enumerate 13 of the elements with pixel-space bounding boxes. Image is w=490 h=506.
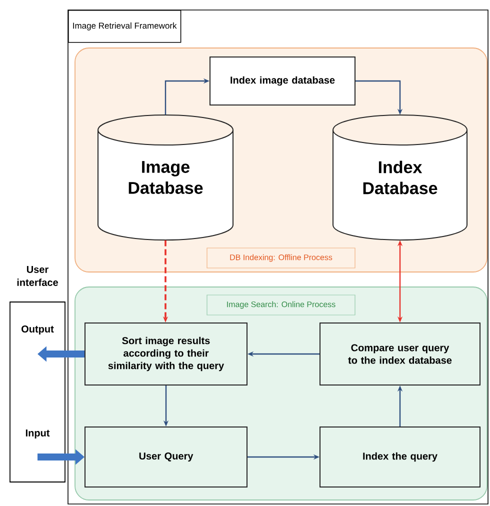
process-box: Index image database: [210, 56, 356, 106]
process-box: User Query: [84, 426, 248, 488]
interface-label: Input: [26, 430, 50, 438]
database-cylinder: Index Database: [332, 114, 468, 240]
database-cylinder: Image Database: [98, 114, 234, 240]
process-box: Sort image results according to their similarity with the query: [84, 322, 248, 386]
panel-label: DB Indexing: Offline Process: [206, 248, 356, 268]
process-box: Compare user query to the index database: [320, 322, 480, 386]
process-box: Index the query: [320, 426, 480, 488]
framework-title: Image Retrieval Framework: [68, 10, 182, 43]
interface-label: Output: [22, 325, 54, 335]
interface-heading: User interface: [17, 266, 58, 286]
panel-label: Image Search: Online Process: [206, 294, 356, 316]
